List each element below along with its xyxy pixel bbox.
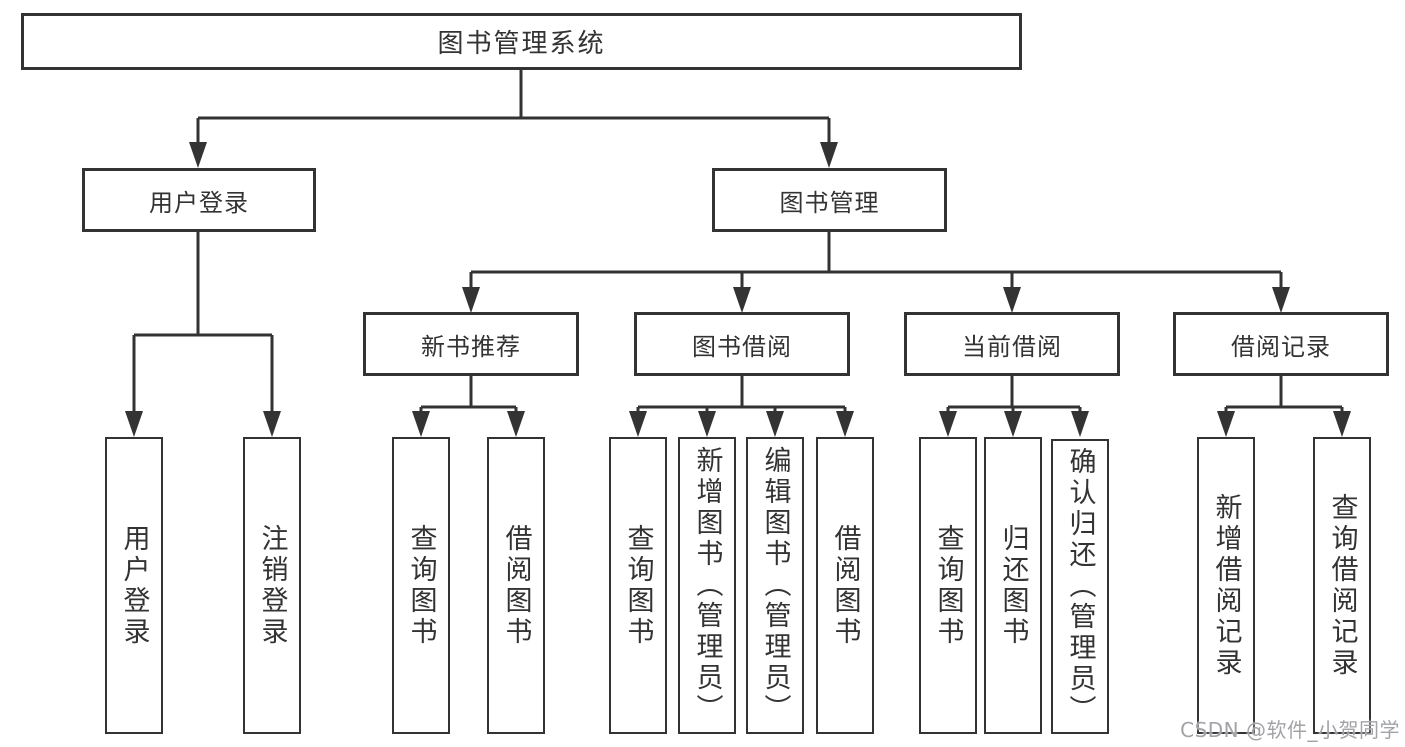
connector-book-management-to-level3 xyxy=(469,232,1283,291)
connector-user-login-to-leaves xyxy=(132,232,274,415)
leaf-borrow-book-label: 借阅图书 xyxy=(829,523,861,648)
leaf-add-borrow-record: 新增借阅记录 xyxy=(1197,437,1255,734)
leaf-query-books-borrow-label: 查询图书 xyxy=(622,523,654,648)
csdn-watermark: CSDN @软件_小贺同学 xyxy=(1180,718,1400,742)
node-new-book-recommend-label: 新书推荐 xyxy=(421,332,521,361)
leaf-query-borrow-record: 查询借阅记录 xyxy=(1313,437,1371,734)
leaf-add-borrow-record-label: 新增借阅记录 xyxy=(1210,492,1242,679)
leaf-query-books-recommend-label: 查询图书 xyxy=(405,523,437,648)
connector-new-book-to-leaves xyxy=(419,376,518,415)
node-borrow-records-label: 借阅记录 xyxy=(1231,332,1331,361)
node-book-management-label: 图书管理 xyxy=(779,188,880,217)
arrowheads-borrow-records-leaves xyxy=(1217,411,1351,437)
leaf-add-book-admin: 新增图书（管理员） xyxy=(678,437,736,734)
node-new-book-recommend: 新书推荐 xyxy=(363,312,579,376)
leaf-return-book-label: 归还图书 xyxy=(997,523,1029,648)
node-borrow-records: 借阅记录 xyxy=(1173,312,1389,376)
leaf-query-borrow-record-label: 查询借阅记录 xyxy=(1326,492,1358,679)
leaf-borrow-books-recommend-label: 借阅图书 xyxy=(500,523,532,648)
leaf-confirm-return-admin-label: 确认归还（管理员） xyxy=(1064,447,1096,726)
arrowheads-book-borrow-leaves xyxy=(629,411,854,437)
leaf-query-books-borrow: 查询图书 xyxy=(609,437,667,734)
connector-book-borrow-to-leaves xyxy=(636,376,847,415)
leaf-user-login: 用户登录 xyxy=(105,437,163,734)
leaf-return-book: 归还图书 xyxy=(984,437,1042,734)
node-current-borrow: 当前借阅 xyxy=(904,312,1120,376)
leaf-add-book-admin-label: 新增图书（管理员） xyxy=(691,446,723,725)
leaf-query-books-current: 查询图书 xyxy=(919,437,977,734)
leaf-query-books-recommend: 查询图书 xyxy=(392,437,450,734)
leaf-edit-book-admin: 编辑图书（管理员） xyxy=(746,437,804,734)
arrowheads-current-borrow-leaves xyxy=(939,411,1089,437)
leaf-logout-label: 注销登录 xyxy=(256,523,288,648)
connector-current-borrow-to-leaves xyxy=(946,376,1082,415)
node-library-management-system-label: 图书管理系统 xyxy=(437,29,606,59)
leaf-borrow-books-recommend: 借阅图书 xyxy=(487,437,545,734)
node-book-borrow: 图书借阅 xyxy=(634,312,850,376)
node-library-management-system: 图书管理系统 xyxy=(21,13,1022,70)
leaf-confirm-return-admin: 确认归还（管理员） xyxy=(1051,439,1109,734)
node-book-management: 图书管理 xyxy=(712,168,947,232)
leaf-logout: 注销登录 xyxy=(243,437,301,734)
leaf-edit-book-admin-label: 编辑图书（管理员） xyxy=(759,446,791,725)
node-user-login-label: 用户登录 xyxy=(149,188,249,217)
leaf-user-login-label: 用户登录 xyxy=(118,523,150,648)
leaf-query-books-current-label: 查询图书 xyxy=(932,523,964,648)
connector-borrow-records-to-leaves xyxy=(1224,376,1344,415)
connector-root-to-level2 xyxy=(196,70,831,146)
node-current-borrow-label: 当前借阅 xyxy=(962,332,1062,361)
arrowheads-new-book-leaves xyxy=(412,411,525,437)
arrowheads-user-login-leaves xyxy=(125,411,281,437)
node-user-login: 用户登录 xyxy=(82,168,316,232)
leaf-borrow-book: 借阅图书 xyxy=(816,437,874,734)
arrowheads-level2 xyxy=(189,142,838,168)
node-book-borrow-label: 图书借阅 xyxy=(692,332,792,361)
arrowheads-level3 xyxy=(462,287,1290,313)
